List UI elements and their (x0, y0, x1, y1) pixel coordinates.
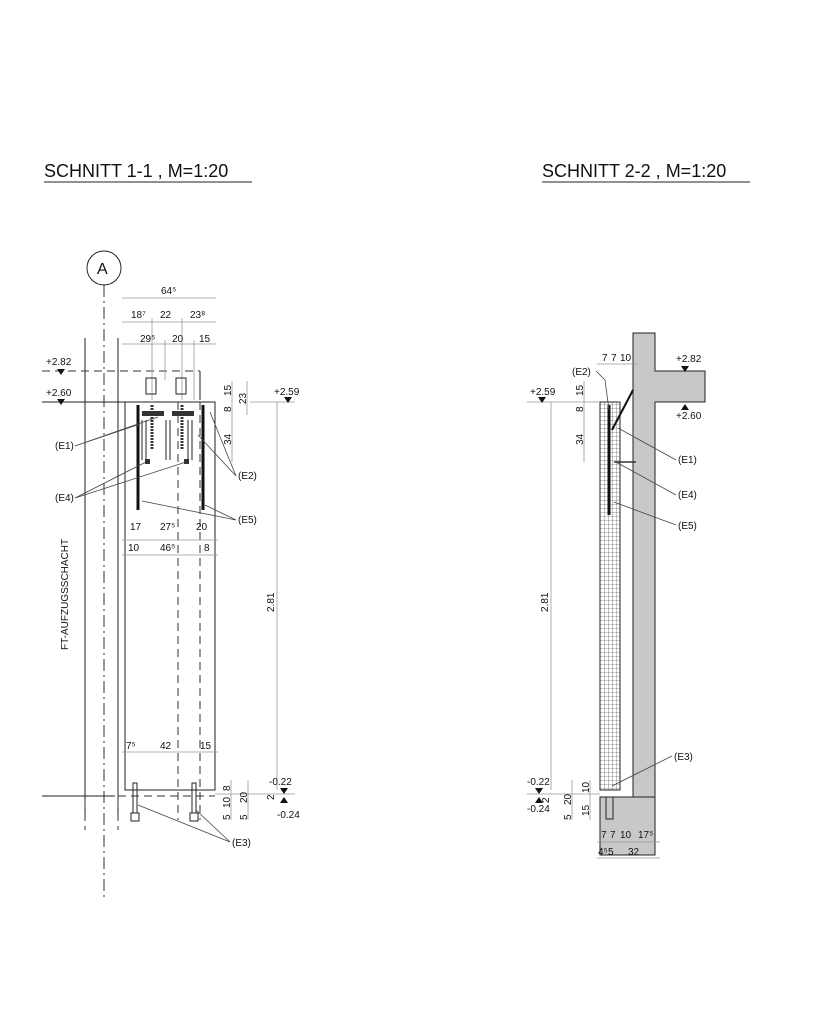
callout-e3: (E3) (674, 752, 693, 763)
dimension: 4⁵ (598, 847, 608, 858)
dimension: 46⁵ (160, 543, 175, 554)
dimension: 2 (541, 797, 552, 803)
callout-e3: (E3) (232, 838, 251, 849)
section-2-2: SCHNITT 2-2 , M=1:20 +2.82 +2.60 +2.59 7… (527, 161, 750, 859)
dimension: 8 (204, 543, 210, 554)
concrete-wall (632, 332, 706, 798)
level-label: -0.24 (277, 810, 300, 821)
dimension: 8 (575, 406, 586, 412)
section-2-title: SCHNITT 2-2 , M=1:20 (542, 161, 726, 181)
dimension: 8 (222, 785, 233, 791)
dimension: 5 (239, 814, 250, 820)
dimension: 23⁸ (190, 310, 205, 321)
dimension: 15 (581, 804, 592, 816)
dimension: 20 (239, 791, 250, 803)
dimension: 7 (602, 353, 608, 364)
callout-e2: (E2) (572, 367, 591, 378)
dimension: 10 (620, 830, 632, 841)
dimension: 10 (620, 353, 632, 364)
dimension: 10 (581, 781, 592, 793)
dimension: 5 (222, 814, 233, 820)
dimension: 64⁵ (161, 286, 176, 297)
level-label: -0.22 (269, 777, 292, 788)
dimension: 7 (610, 830, 616, 841)
dimension: 7 (601, 830, 607, 841)
section-1-1: SCHNITT 1-1 , M=1:20 A FT-AUFZUGSSCHACHT… (42, 161, 300, 900)
callout-e1: (E1) (55, 441, 74, 452)
dimension: 22 (160, 310, 172, 321)
level-label: +2.60 (676, 411, 702, 422)
axis-label: A (97, 261, 108, 278)
dimension: 5 (563, 814, 574, 820)
dimension: 10 (128, 543, 140, 554)
callout-e4: (E4) (678, 490, 697, 501)
shaft-label: FT-AUFZUGSSCHACHT (60, 539, 71, 650)
dimension: 2 (266, 794, 277, 800)
dimension: 20 (172, 334, 184, 345)
dimension: 20 (563, 793, 574, 805)
dimension: 17 (130, 522, 142, 533)
wall-element-1 (124, 401, 216, 791)
level-label: +2.60 (46, 388, 72, 399)
callout-e5: (E5) (238, 515, 257, 526)
level-label: +2.82 (46, 357, 72, 368)
dimension-height: 2.81 (266, 592, 277, 612)
dimension: 34 (223, 433, 234, 445)
level-label: +2.82 (676, 354, 702, 365)
callout-e2: (E2) (238, 471, 257, 482)
callout-e4: (E4) (55, 493, 74, 504)
dimension: 15 (575, 384, 586, 396)
dimension: 7 (611, 353, 617, 364)
dimension: 18⁷ (131, 310, 146, 321)
level-label: -0.22 (527, 777, 550, 788)
level-label: +2.59 (530, 387, 556, 398)
dimension-height: 2.81 (540, 592, 551, 612)
dimension: 15 (223, 384, 234, 396)
concrete-base (599, 796, 656, 856)
dimension: 10 (222, 796, 233, 808)
dimension: 42 (160, 741, 172, 752)
dimension: 17⁵ (638, 830, 653, 841)
dimension: 15 (200, 741, 212, 752)
dimension: 20 (196, 522, 208, 533)
dimension: 23 (238, 392, 249, 404)
dimension: 8 (223, 406, 234, 412)
callout-e5: (E5) (678, 521, 697, 532)
dimension: 5 (608, 847, 614, 858)
callout-e1: (E1) (678, 455, 697, 466)
level-label: -0.24 (527, 804, 550, 815)
level-label: +2.59 (274, 387, 300, 398)
wall-element-2 (599, 401, 621, 791)
dimension: 15 (199, 334, 211, 345)
dimension: 32 (628, 847, 640, 858)
dimension: 27⁵ (160, 522, 175, 533)
dimension: 7⁵ (126, 741, 136, 752)
section-1-title: SCHNITT 1-1 , M=1:20 (44, 161, 228, 181)
dimension: 34 (575, 433, 586, 445)
dimension: 29⁵ (140, 334, 155, 345)
